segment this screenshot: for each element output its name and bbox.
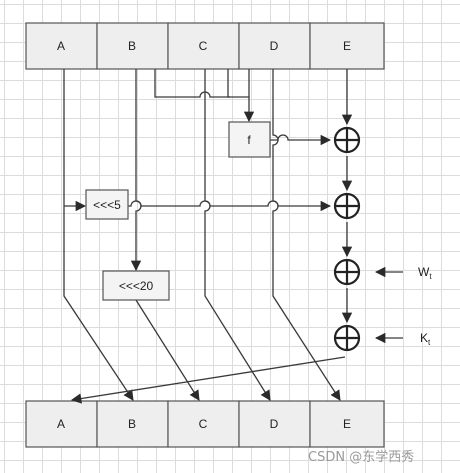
top-register-e: E — [309, 22, 385, 70]
top-register-c-label: C — [199, 39, 208, 53]
wires — [63, 69, 403, 404]
top-register-b-label: B — [128, 39, 136, 53]
wire-f-to-xor1 — [270, 134, 332, 146]
top-register-d-label: D — [270, 39, 279, 53]
wire-rotate5-to-xor2 — [128, 200, 332, 212]
input-w-symbol: W — [418, 265, 430, 279]
top-register-b: B — [96, 22, 169, 70]
input-k-label: Kt — [420, 331, 431, 347]
top-register-d: D — [238, 22, 311, 70]
bottom-register-a: A — [25, 400, 98, 448]
wire-xor4-to-bottom-a — [70, 356, 346, 404]
function-f-box: f — [228, 121, 271, 158]
wire-a-to-bottom-b — [63, 69, 134, 401]
input-k-subscript: t — [428, 338, 431, 347]
top-register-e-label: E — [343, 39, 351, 53]
wire-b-to-rotate20 — [130, 69, 142, 272]
bottom-register-a-label: A — [57, 417, 65, 431]
top-register-row: A B C D E — [25, 22, 385, 70]
watermark: CSDN @东学西秀 — [308, 450, 415, 465]
wire-rotate20-to-bottom-c — [135, 299, 200, 401]
top-register-a: A — [25, 22, 98, 70]
bottom-register-row: A B C D E — [25, 400, 385, 448]
wire-d-to-bottom-e — [272, 69, 341, 401]
bottom-register-b-label: B — [128, 417, 136, 431]
input-w-subscript: t — [429, 272, 432, 281]
rotate-left-5-box: <<<5 — [85, 189, 129, 220]
bottom-register-b: B — [96, 400, 169, 448]
top-register-c: C — [167, 22, 240, 70]
bottom-register-e: E — [309, 400, 385, 448]
wire-c-to-f — [154, 69, 230, 98]
bottom-register-c: C — [167, 400, 240, 448]
xor-adder-3 — [333, 258, 361, 286]
bottom-register-d: D — [238, 400, 311, 448]
xor-adder-4 — [333, 324, 361, 352]
bottom-register-c-label: C — [199, 417, 208, 431]
rotate-left-5-label: <<<5 — [93, 198, 121, 212]
input-k-symbol: K — [420, 331, 428, 345]
top-register-a-label: A — [57, 39, 65, 53]
function-f-label: f — [247, 133, 251, 147]
rotate-left-20-label: <<<20 — [119, 279, 154, 293]
input-w-label: Wt — [418, 265, 432, 281]
bottom-register-e-label: E — [343, 417, 351, 431]
bottom-register-d-label: D — [270, 417, 279, 431]
xor-adder-2 — [333, 192, 361, 220]
rotate-left-20-box: <<<20 — [102, 270, 170, 301]
xor-adder-1 — [333, 126, 361, 154]
wire-d-to-f — [227, 69, 255, 123]
wire-c-to-bottom-d — [204, 69, 271, 401]
